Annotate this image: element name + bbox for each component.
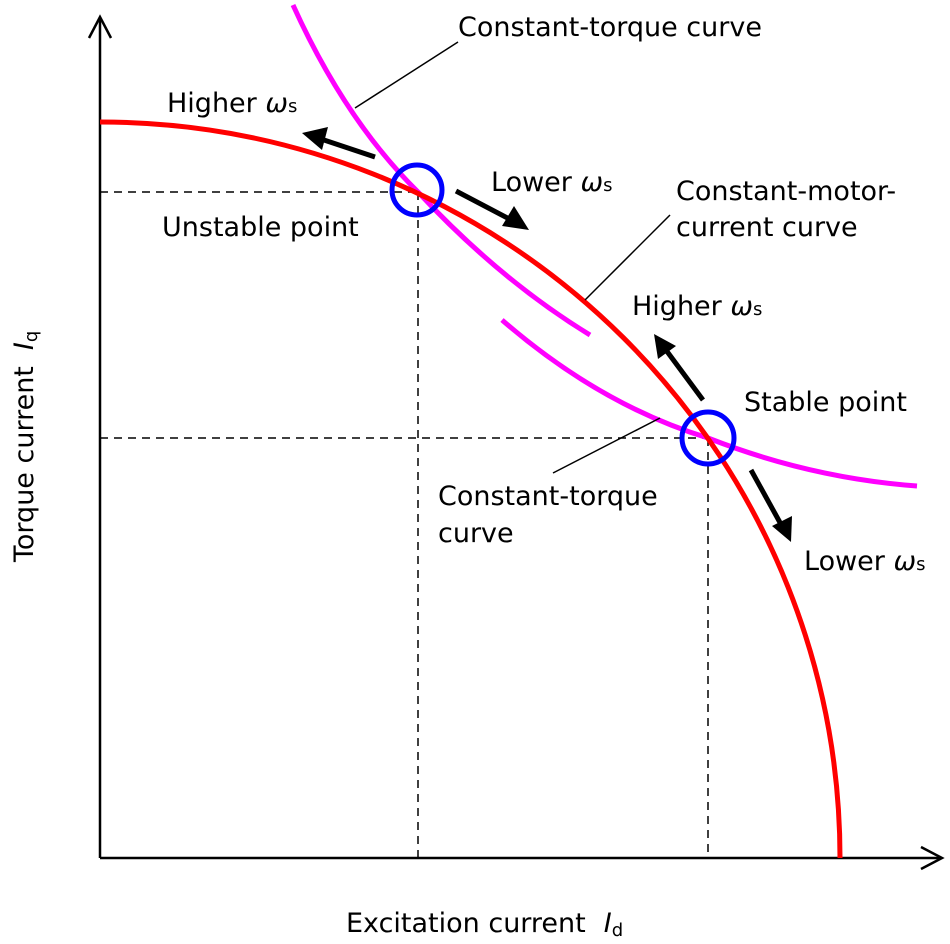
leader-line xyxy=(552,417,661,474)
y-axis-title: Torque currentIq xyxy=(9,331,42,563)
lower-omega-top-label: Lower ωs xyxy=(491,167,613,198)
arrowhead-icon xyxy=(302,127,328,150)
unstable-point-label: Unstable point xyxy=(162,212,359,243)
higher-arrow-right xyxy=(660,341,706,402)
top-torque-curve-label: Constant-torque curve xyxy=(458,12,762,43)
arrowhead-icon xyxy=(772,516,792,542)
y-axis-arrow-icon xyxy=(87,14,113,39)
constant-motor-current-curve xyxy=(99,119,843,859)
higher-omega-top-label: Higher ωs xyxy=(167,88,297,119)
higher-omega-right-label: Higher ωs xyxy=(632,291,762,322)
lower-arrow-top xyxy=(454,188,520,225)
motor-current-label-line2: current curve xyxy=(676,212,858,243)
bottom-torque-label-line1: Constant-torque xyxy=(438,481,658,512)
arrowhead-icon xyxy=(654,334,676,359)
leader-line xyxy=(354,41,459,109)
x-axis-arrow-icon xyxy=(920,845,945,871)
bottom-torque-label-line2: curve xyxy=(438,518,514,549)
lower-omega-right-label: Lower ωs xyxy=(804,546,926,577)
stable-point-marker xyxy=(679,409,737,467)
higher-arrow-top xyxy=(313,134,376,160)
lower-arrow-right xyxy=(748,468,786,533)
arrowhead-icon xyxy=(502,206,529,230)
motor-current-label-line1: Constant-motor- xyxy=(676,176,896,207)
unstable-point-marker xyxy=(389,162,445,218)
leader-line xyxy=(584,214,671,301)
stable-point-label: Stable point xyxy=(744,387,907,418)
